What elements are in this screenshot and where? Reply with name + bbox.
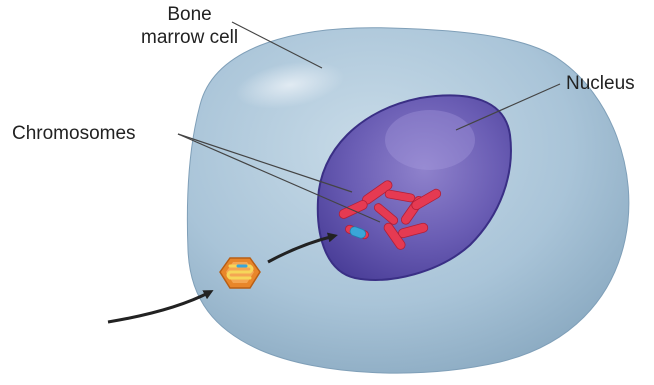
- nucleus-label: Nucleus: [566, 72, 635, 95]
- bone-marrow-cell-label-line1: Bone: [141, 3, 238, 26]
- curved-arrow-icon: [108, 292, 210, 322]
- bone-marrow-cell-label: Bone marrow cell: [141, 3, 238, 49]
- nucleus-highlight: [385, 110, 475, 170]
- chromosomes-label: Chromosomes: [12, 122, 136, 145]
- bone-marrow-cell-label-line2: marrow cell: [141, 26, 238, 49]
